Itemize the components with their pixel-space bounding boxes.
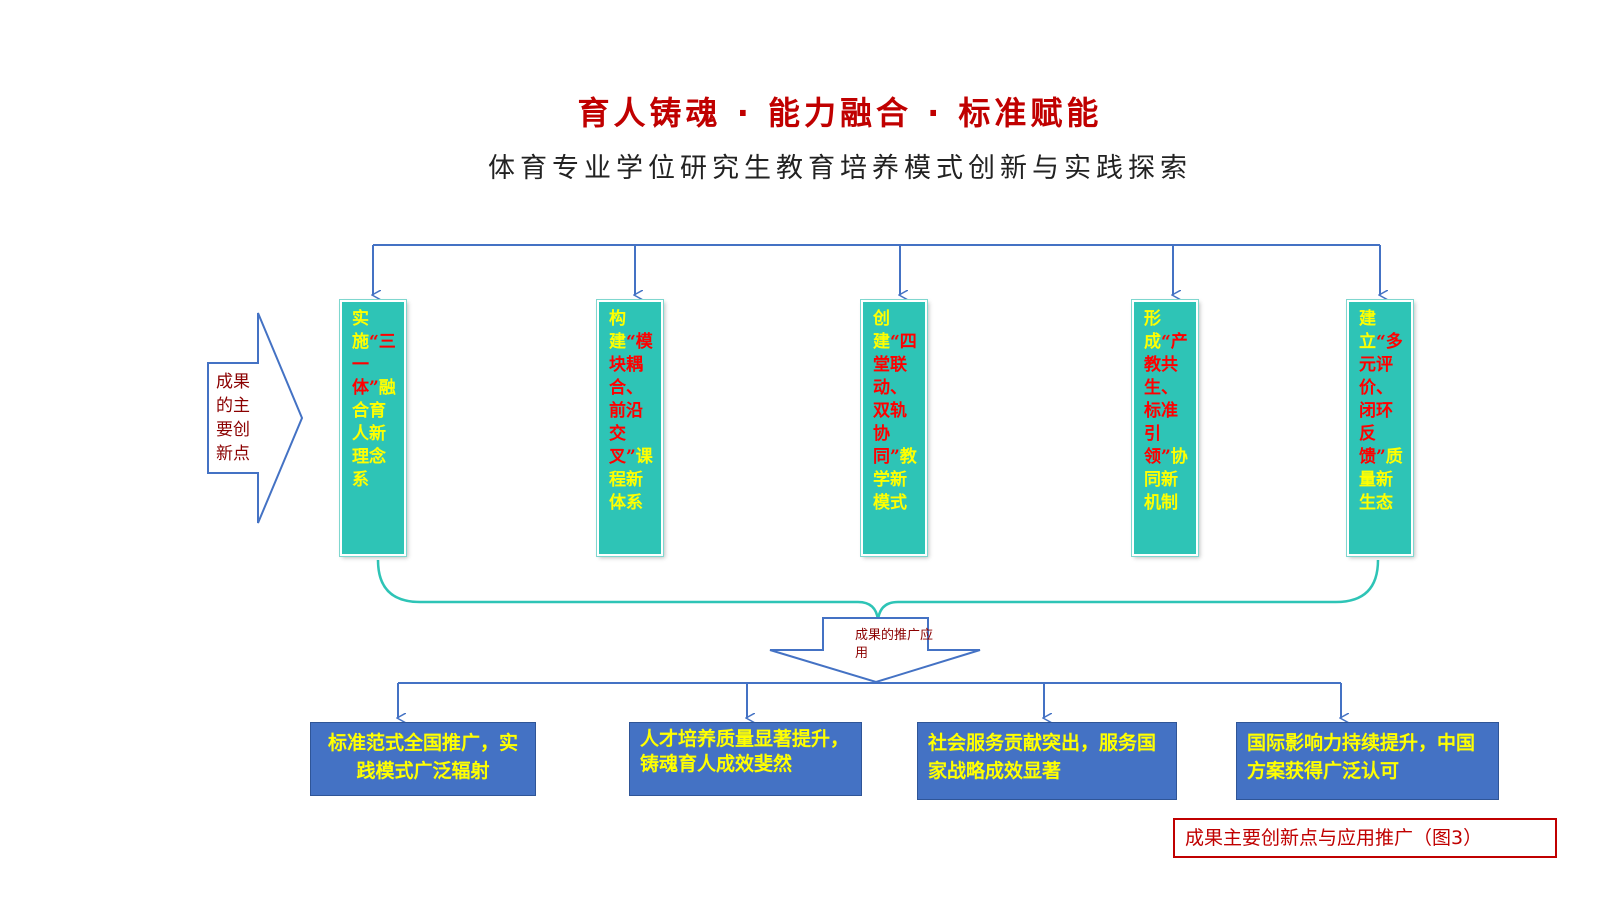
innovation-3-post: 教学新模式: [873, 447, 917, 513]
innovation-1-quote: “三一体”: [352, 332, 396, 398]
page-title: 育人铸魂 · 能力融合 · 标准赋能: [577, 94, 1103, 132]
application-box-1: 标准范式全国推广，实践模式广泛辐射: [310, 722, 536, 796]
innovation-box-1: 实施“三一体”融合育人新理念系: [340, 300, 406, 556]
bottom-brace: [376, 559, 1380, 621]
innovation-3-pre: 创建: [873, 309, 890, 352]
promotion-arrow-label: 成果的推广应用: [855, 628, 934, 661]
innovation-arrow-label: 成果的主要创新点: [216, 372, 250, 464]
innovation-1-post: 融合育人新理念系: [352, 378, 396, 490]
innovation-4-pre: 形成: [1144, 309, 1161, 352]
innovation-2-post: 课程新体系: [609, 447, 653, 513]
innovation-box-4: 形成“产教共生、标准引领”协同新机制: [1132, 300, 1198, 556]
innovation-4-quote: “产教共生、标准引领”: [1144, 332, 1188, 467]
innovation-5-pre: 建立: [1359, 309, 1376, 352]
page-subtitle: 体育专业学位研究生教育培养模式创新与实践探索: [488, 153, 1192, 184]
innovation-big-arrow: [207, 312, 304, 524]
application-box-4: 国际影响力持续提升，中国方案获得广泛认可: [1236, 722, 1499, 800]
figure-caption: 成果主要创新点与应用推广（图3）: [1173, 818, 1557, 858]
innovation-box-2: 构建“模块耦合、前沿交叉”课程新体系: [597, 300, 663, 556]
innovation-2-pre: 构建: [609, 309, 626, 352]
innovation-5-quote: “多元评价、闭环反馈”: [1359, 332, 1403, 467]
application-box-2: 人才培养质量显著提升，铸魂育人成效斐然: [629, 722, 862, 796]
innovation-2-quote: “模块耦合、前沿交叉”: [609, 332, 653, 467]
promotion-big-arrow: [769, 617, 981, 684]
innovation-1-pre: 实施: [352, 309, 369, 352]
innovation-3-quote: “四堂联动、双轨协同”: [873, 332, 917, 467]
application-box-3: 社会服务贡献突出，服务国家战略成效显著: [917, 722, 1177, 800]
innovation-5-post: 质量新生态: [1359, 447, 1403, 513]
innovation-box-3: 创建“四堂联动、双轨协同”教学新模式: [861, 300, 927, 556]
innovation-4-post: 协同新机制: [1144, 447, 1188, 513]
innovation-box-5: 建立“多元评价、闭环反馈”质量新生态: [1347, 300, 1413, 556]
